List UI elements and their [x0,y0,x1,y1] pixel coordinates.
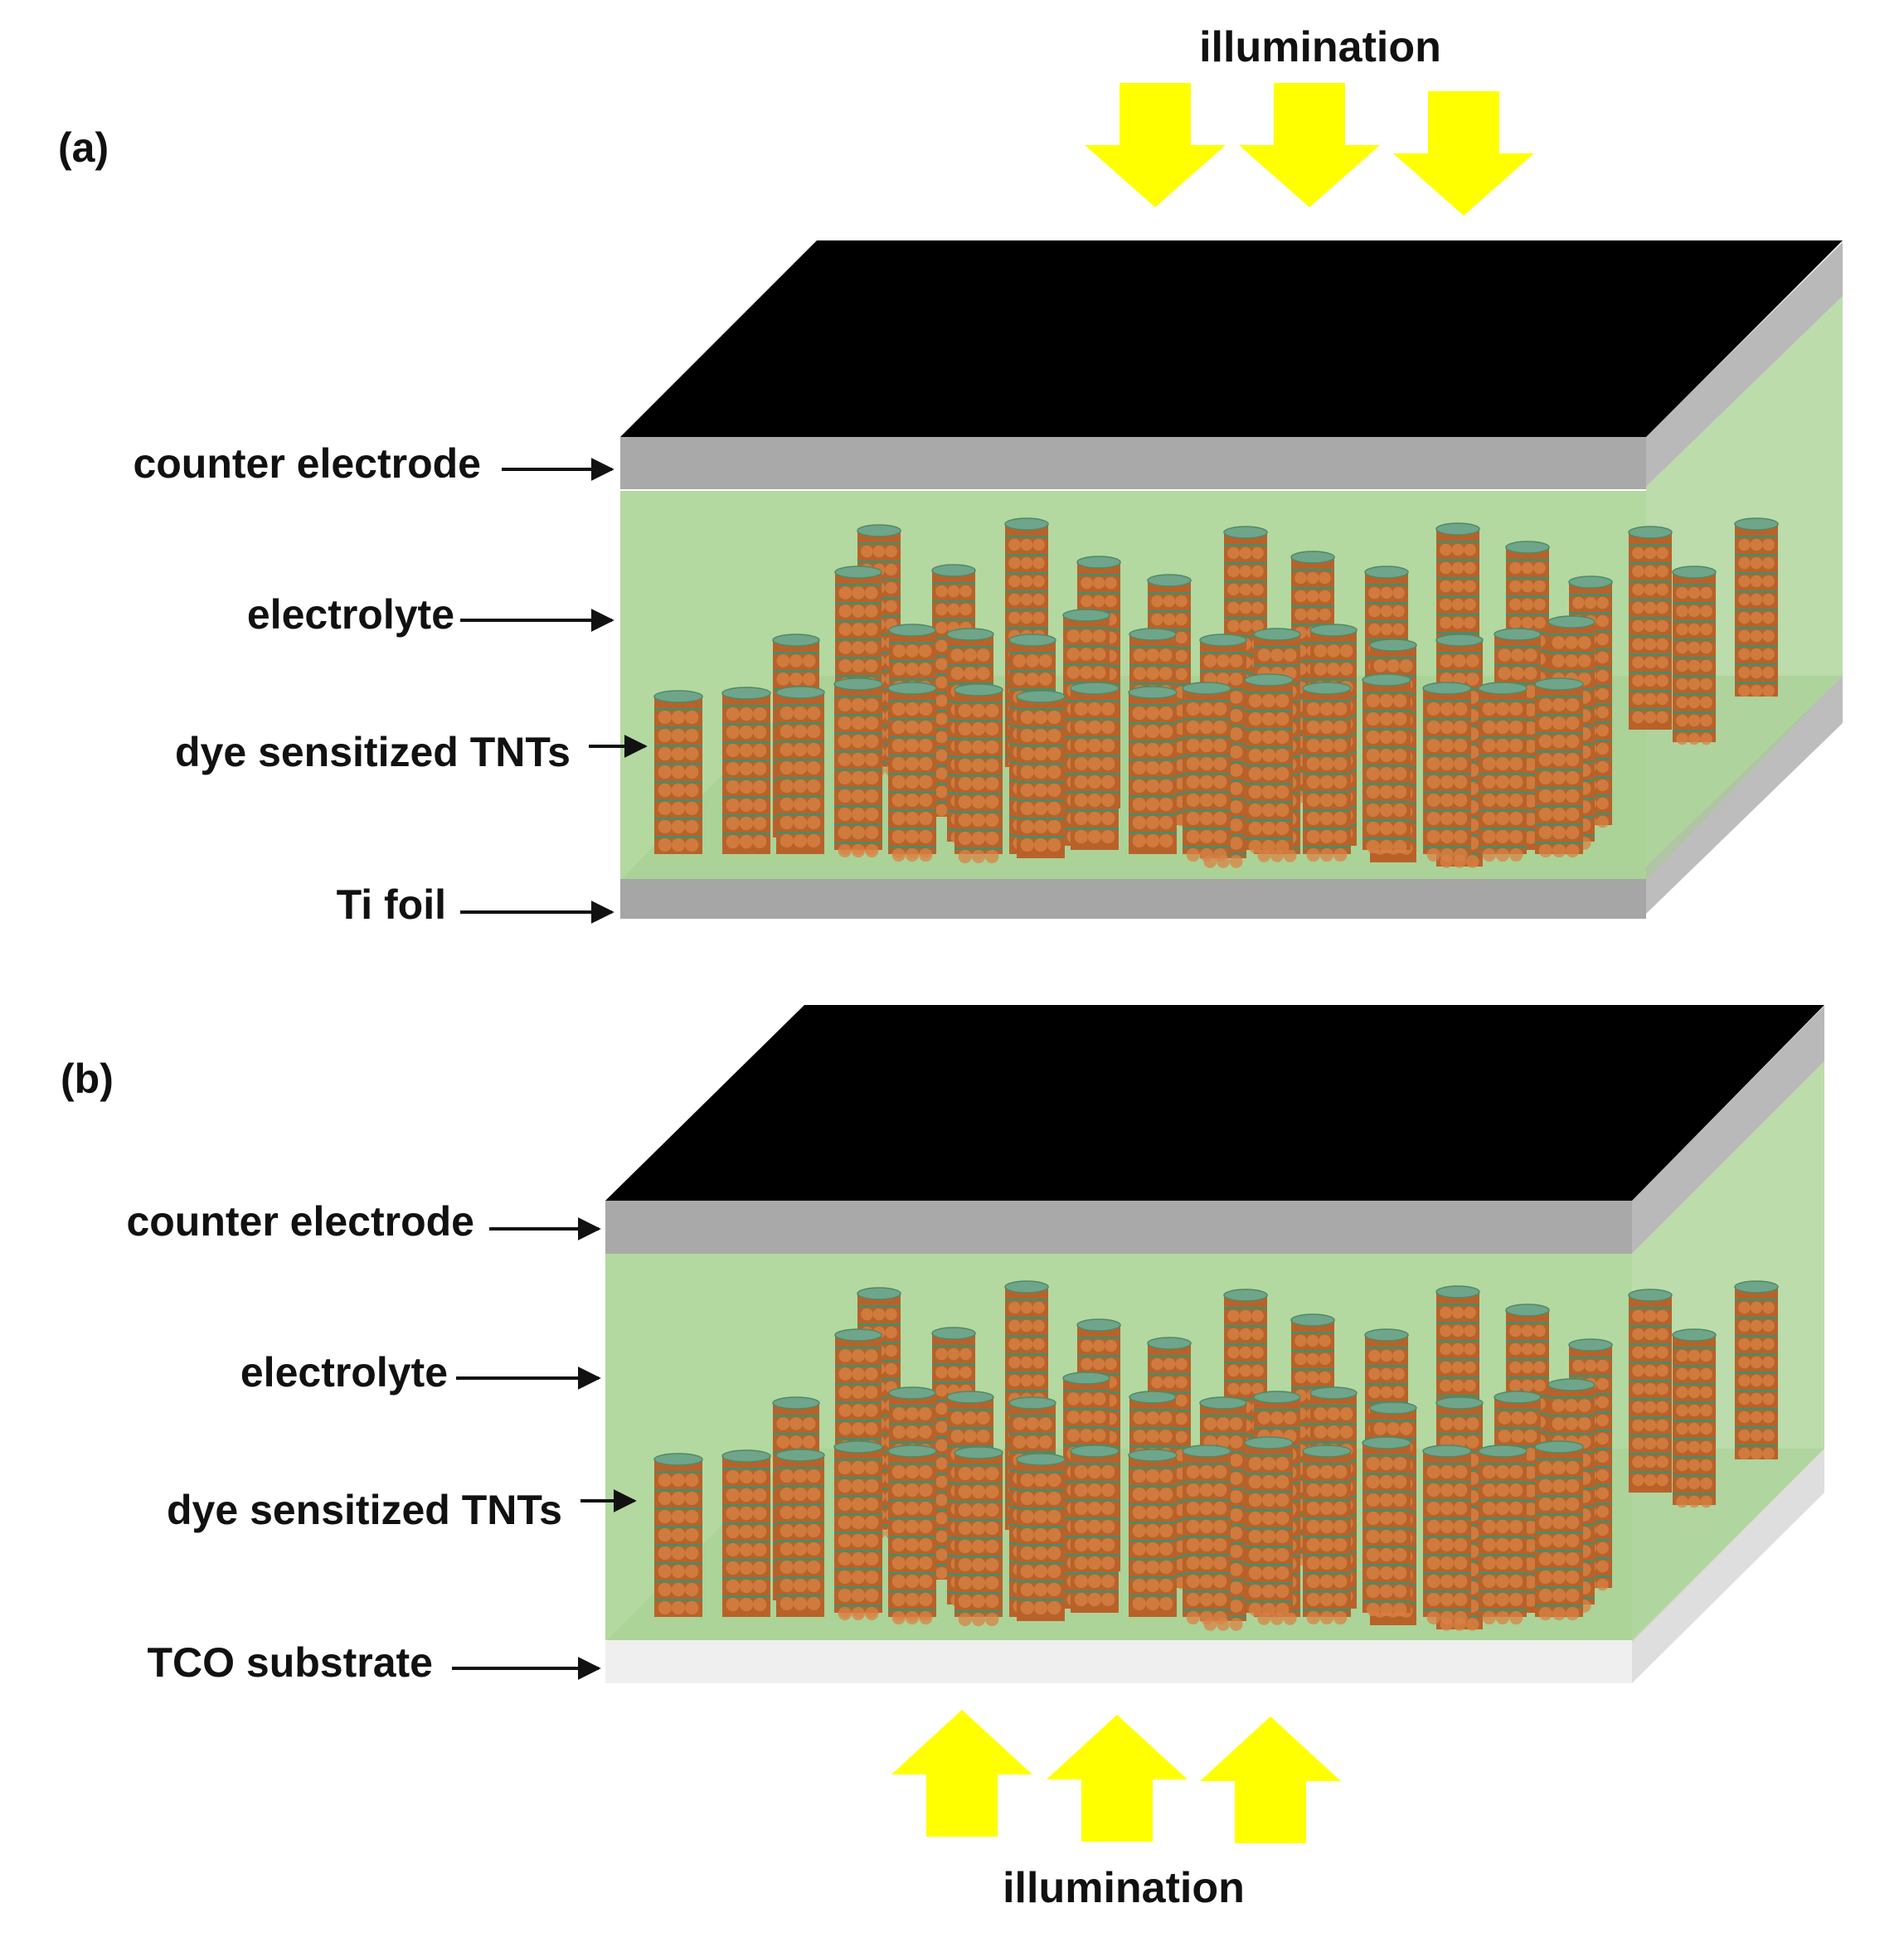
panel-b-counter-electrode-label: counter electrode [126,1198,474,1245]
panel-b-nanotube [1016,1453,1066,1621]
panel-b-nanotube [1182,1444,1231,1625]
panel-b-nanotube [1478,1444,1528,1625]
panel-b-tco-side [1632,1449,1824,1683]
panel-a-nanotube [1628,526,1673,730]
panel-a-electrolyte-label: electrolyte [247,591,454,638]
panel-a-counter-electrode-label: counter electrode [133,440,481,487]
illumination-arrow-down-icon [1393,91,1534,216]
panel-b-tco-substrate-layer [605,1640,1632,1683]
panel-b-substrate-label: TCO substrate [147,1639,433,1686]
panel-a-illumination-label: illumination [1199,23,1441,71]
panel-a-nanotube [1128,686,1178,854]
panel-b-nanotube [721,1449,771,1617]
illumination-arrow-down-icon [1239,83,1380,207]
panel-b-nanotube [775,1449,825,1617]
panel-a: (a) illumination counter electrode elect… [58,23,1843,928]
panel-b-label: (b) [61,1056,114,1102]
panel-b-nanotube [1672,1328,1717,1508]
illumination-arrow-up-icon [891,1710,1032,1837]
panel-a-nanotube [1070,682,1120,850]
illumination-arrow-up-icon [1200,1716,1341,1843]
panel-a-nanotube [653,690,703,854]
panel-a-nanotube [1302,682,1352,862]
panel-b-counter-electrode-layer [605,1201,1632,1254]
panel-b-nanotube [653,1453,703,1617]
illumination-arrow-down-icon [1085,83,1226,207]
panel-a-counter-electrode-layer [620,437,1646,489]
panel-b-nanotube [1070,1444,1120,1613]
panel-a-nanotube [954,683,1003,864]
panel-a-nanotube [1672,566,1717,745]
panel-a-nanotube [1016,690,1066,858]
panel-a-tube-array [653,517,1779,868]
panel-a-substrate-label: Ti foil [337,881,446,928]
panel-a-nanotube [1534,677,1584,858]
panel-b-nanotube [887,1444,937,1625]
panel-b-illumination-arrows [891,1710,1341,1843]
panel-b-nanotube [1628,1289,1673,1493]
panel-a-nanotube [1478,682,1528,862]
panel-a-nanotube [833,677,883,858]
panel-b-nanotube [1534,1440,1584,1621]
panel-a-nanotube [721,687,771,854]
panel-b-tube-array [653,1280,1779,1631]
panel-b-nanotube [1734,1280,1779,1460]
panel-b-illumination-label: illumination [1003,1864,1245,1912]
panel-a-nanotube [775,686,825,854]
panel-a-nanotube [887,682,937,862]
panel-b-nanotube [1302,1444,1352,1625]
panel-b-electrode-top [605,1005,1824,1201]
panel-b: (b) illumination counter electrode elect… [61,1005,1824,1912]
panel-a-illumination-arrows [1085,83,1534,216]
panel-a-label: (a) [58,124,109,171]
panel-b-nanotube [1422,1444,1472,1625]
panel-a-ti-foil-layer [620,879,1646,919]
panel-a-electrode-top [620,240,1843,437]
panel-a-ti-foil-side [1646,676,1843,914]
panel-a-counter-electrode-side [1646,242,1843,487]
panel-a-nanotube [1244,673,1294,854]
panel-a-tnts-label: dye sensitized TNTs [175,729,571,775]
panel-b-nanotube [1244,1436,1294,1617]
panel-b-nanotube [1128,1449,1178,1617]
illumination-arrow-up-icon [1047,1715,1188,1842]
panel-a-nanotube [1182,682,1231,862]
panel-a-nanotube [1734,517,1779,697]
panel-b-electrolyte-label: electrolyte [240,1349,448,1396]
panel-b-counter-electrode-side [1632,1006,1824,1254]
panel-b-nanotube [1362,1436,1411,1617]
panel-b-nanotube [833,1440,883,1621]
panel-b-nanotube [954,1446,1003,1627]
panel-a-nanotube [1362,673,1411,854]
panel-a-nanotube [1422,682,1472,862]
panel-b-tnts-label: dye sensitized TNTs [167,1487,562,1533]
